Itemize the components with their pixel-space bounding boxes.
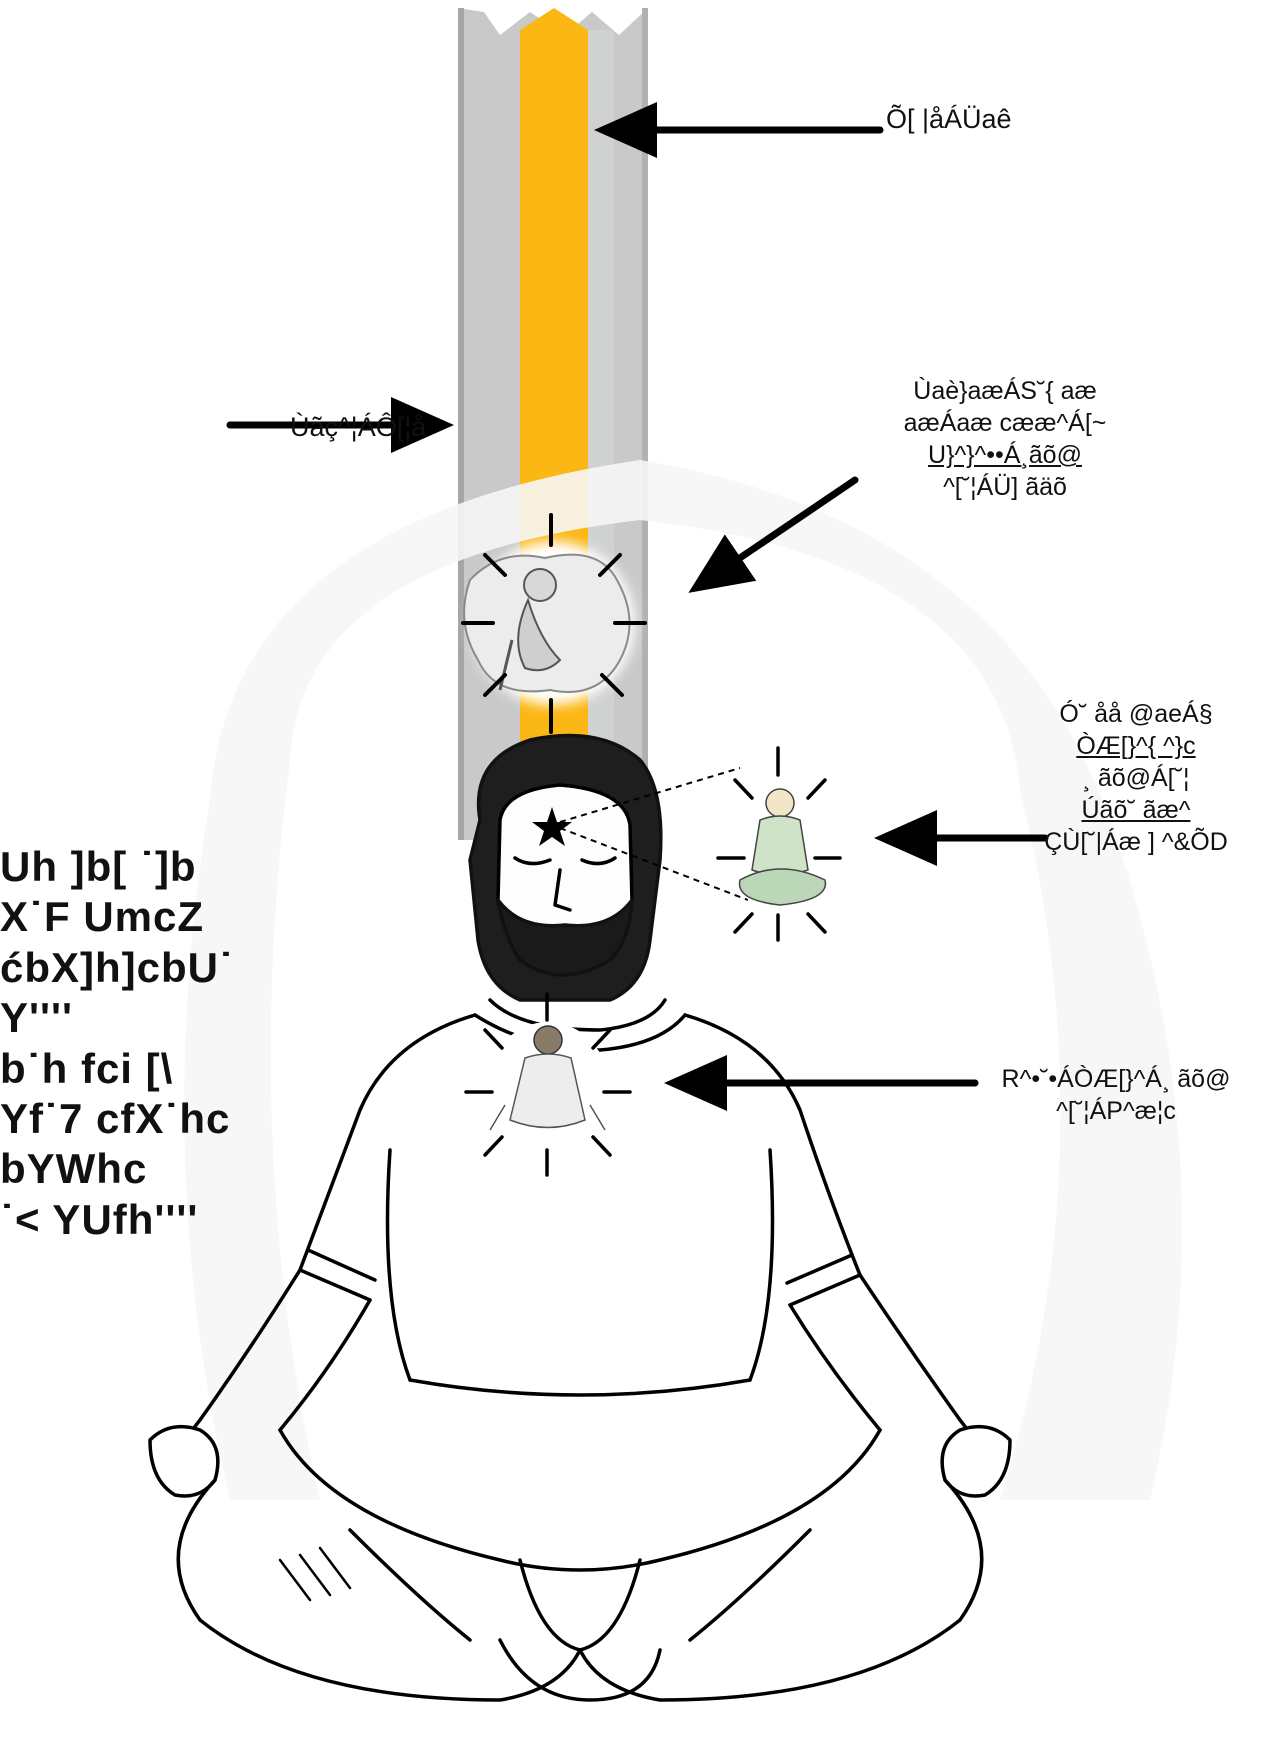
label-beam-edge: Ùãç^¦ÁÔ[¦å [290,410,426,445]
side-caption-line: Uh ]b[ ˙]b [0,842,234,892]
side-caption: Uh ]b[ ˙]b X˙F UmcZ ćbX]h]cbU˙ Y'''' b˙h… [0,842,234,1245]
label-line: Õ[ |åÁÜaê [886,102,1012,137]
label-line: ÇÙ[˘|Áæ ] ^&ÕD [1000,826,1272,858]
label-upper-figure: Ùaè}aæÁS˘{ aæ aæÁaæ cææ^Á[~ U}^}^••Á¸ãõ@… [840,375,1170,503]
side-caption-line: Yf˙7 cfX˙hc [0,1094,234,1144]
label-line: Úãõ˘ ãæ^ [1000,794,1272,826]
label-line: R^•˘•ÁÒÆ[}^Á¸ ãõ@ [960,1063,1272,1095]
label-line: Ùãç^¦ÁÔ[¦å [290,410,426,445]
label-central-beam: Õ[ |åÁÜaê [886,102,1012,137]
label-line: ^[˘¦ÁP^æ¦c [960,1095,1272,1127]
label-heart-figure: R^•˘•ÁÒÆ[}^Á¸ ãõ@ ^[˘¦ÁP^æ¦c [960,1063,1272,1127]
side-caption-line: X˙F UmcZ [0,892,234,942]
side-caption-line: bYWhc [0,1144,234,1194]
jesus-figure-icon [466,994,630,1175]
buddha-figure-icon [718,748,840,940]
label-line: U}^}^••Á¸ãõ@ [840,439,1170,471]
meditating-man-illustration [150,736,1010,1701]
side-caption-line: Y'''' [0,993,234,1043]
label-middle-figure: Ó˘ åå @aeÁ§ ÒÆ[}^{ ^}c ¸ ãõ@Á[˘¦ Úãõ˘ ãæ… [1000,698,1272,858]
label-line: ^[˘¦ÁÜ] ãäõ [840,471,1170,503]
label-line: ¸ ãõ@Á[˘¦ [1000,762,1272,794]
label-line: aæÁaæ cææ^Á[~ [840,407,1170,439]
label-line: ÒÆ[}^{ ^}c [1000,730,1272,762]
side-caption-line: b˙h fci [\ [0,1044,234,1094]
label-line: Ó˘ åå @aeÁ§ [1000,698,1272,730]
side-caption-line: ˙< YUfh'''' [0,1195,234,1245]
label-line: Ùaè}aæÁS˘{ aæ [840,375,1170,407]
side-caption-line: ćbX]h]cbU˙ [0,943,234,993]
